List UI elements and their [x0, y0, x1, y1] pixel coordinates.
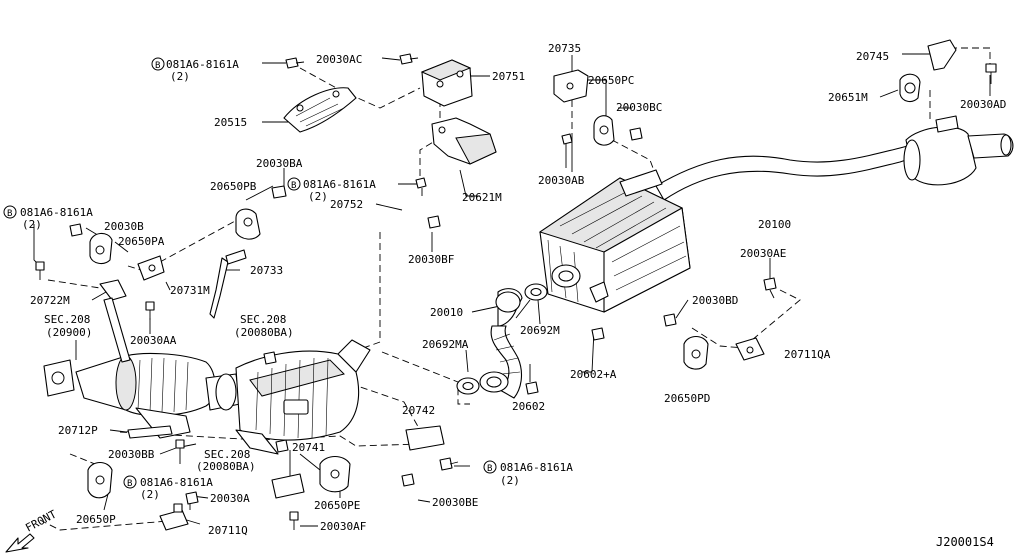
callout-c3: 20751: [492, 70, 525, 83]
callout-c24: 20722M: [30, 294, 70, 307]
bolt-symbol: [151, 57, 165, 71]
bolt-symbol-text: B: [7, 209, 12, 219]
callout-c1: 081A6-8161A: [166, 58, 239, 71]
callout-c5: 20735: [548, 42, 581, 55]
callout-c13: 081A6-8161A: [303, 178, 376, 191]
callout-c14: 20621M: [462, 191, 502, 204]
callout-c32: 20692MA: [422, 338, 469, 351]
callout-c27: SEC.208: [240, 313, 286, 326]
center-muffler: [538, 169, 691, 313]
callout-c45: 20650PE: [314, 499, 360, 512]
callout-c37: 20742: [402, 404, 435, 417]
callout-c20: 20752: [330, 198, 363, 211]
hardware-bolts: [35, 53, 997, 530]
callout-c31: 20030AA: [130, 334, 177, 347]
callout-c41: 20741: [292, 441, 325, 454]
callout-c10: 20030AD: [960, 98, 1006, 111]
callout-c4: 20515: [214, 116, 247, 129]
callout-c29: 20030BD: [692, 294, 738, 307]
tailpipe-20100: [655, 115, 1014, 201]
callout-c40-ref: (20080BA): [196, 460, 256, 473]
callout-c40: SEC.208: [204, 448, 250, 461]
callout-c26-ref: (20900): [46, 326, 92, 339]
bolt-symbol-text: B: [155, 61, 160, 71]
callout-c28: 20010: [430, 306, 463, 319]
callout-c44: 20030A: [210, 492, 250, 505]
bolt-symbol-text: B: [291, 181, 296, 191]
callout-c34: 20602+A: [570, 368, 617, 381]
callout-c46: 20030BE: [432, 496, 478, 509]
callout-c43-qty: (2): [140, 488, 160, 501]
callout-c48: 20711Q: [208, 524, 248, 537]
bolt-symbol-text: B: [487, 464, 492, 474]
callout-c35: 20602: [512, 400, 545, 413]
callout-c6: 20650PC: [588, 74, 634, 87]
front-label: FRONT: [23, 507, 59, 534]
callout-c27-ref: (20080BA): [234, 326, 294, 339]
callout-c7: 20030BC: [616, 101, 662, 114]
callout-c25: 20731M: [170, 284, 210, 297]
callout-c11: 20030BA: [256, 157, 303, 170]
diagram-reference-id: J20001S4: [936, 535, 994, 549]
callout-c30: 20692M: [520, 324, 560, 337]
catalyst-assembly: [43, 339, 371, 455]
callout-c2: 20030AC: [316, 53, 362, 66]
callout-c23: 20030AE: [740, 247, 786, 260]
bolt-symbol-text: B: [127, 479, 132, 489]
front-direction-indicator: FRONT: [5, 507, 59, 553]
callout-c49: 20030AF: [320, 520, 366, 533]
bolt-symbol: [3, 205, 17, 219]
callout-c42: 081A6-8161A: [500, 461, 573, 474]
callout-c16: 20100: [758, 218, 791, 231]
callout-c17: 081A6-8161A: [20, 206, 93, 219]
callout-c8: 20745: [856, 50, 889, 63]
callout-c9: 20651M: [828, 91, 868, 104]
callout-c1-qty: (2): [170, 70, 190, 83]
callout-c13-qty: (2): [308, 190, 328, 203]
callout-c38: 20712P: [58, 424, 98, 437]
callout-c36: 20650PD: [664, 392, 710, 405]
bolt-symbol: [483, 460, 497, 474]
callout-c42-qty: (2): [500, 474, 520, 487]
callout-c17-qty: (2): [22, 218, 42, 231]
front-pipe-20010: [456, 283, 548, 399]
callout-c21: 20030BF: [408, 253, 454, 266]
callout-c47: 20650P: [76, 513, 116, 526]
callout-c18: 20030B: [104, 220, 144, 233]
bolt-symbol: [123, 475, 137, 489]
callout-c12: 20650PB: [210, 180, 257, 193]
callout-c15: 20030AB: [538, 174, 585, 187]
callout-c33: 20711QA: [784, 348, 831, 361]
callout-c26: SEC.208: [44, 313, 90, 326]
front-arrow-icon: [5, 533, 35, 553]
callout-c22: 20733: [250, 264, 283, 277]
brackets-hangers: [87, 39, 957, 531]
heat-shield-20515: [283, 87, 357, 133]
bolt-symbol: [287, 177, 301, 191]
callout-labels: B 081A6-8161A (2) 20030AC 20751 20515 20…: [3, 42, 1006, 537]
callout-c19: 20650PA: [118, 235, 165, 248]
callout-c43: 081A6-8161A: [140, 476, 213, 489]
callout-c39: 20030BB: [108, 448, 155, 461]
